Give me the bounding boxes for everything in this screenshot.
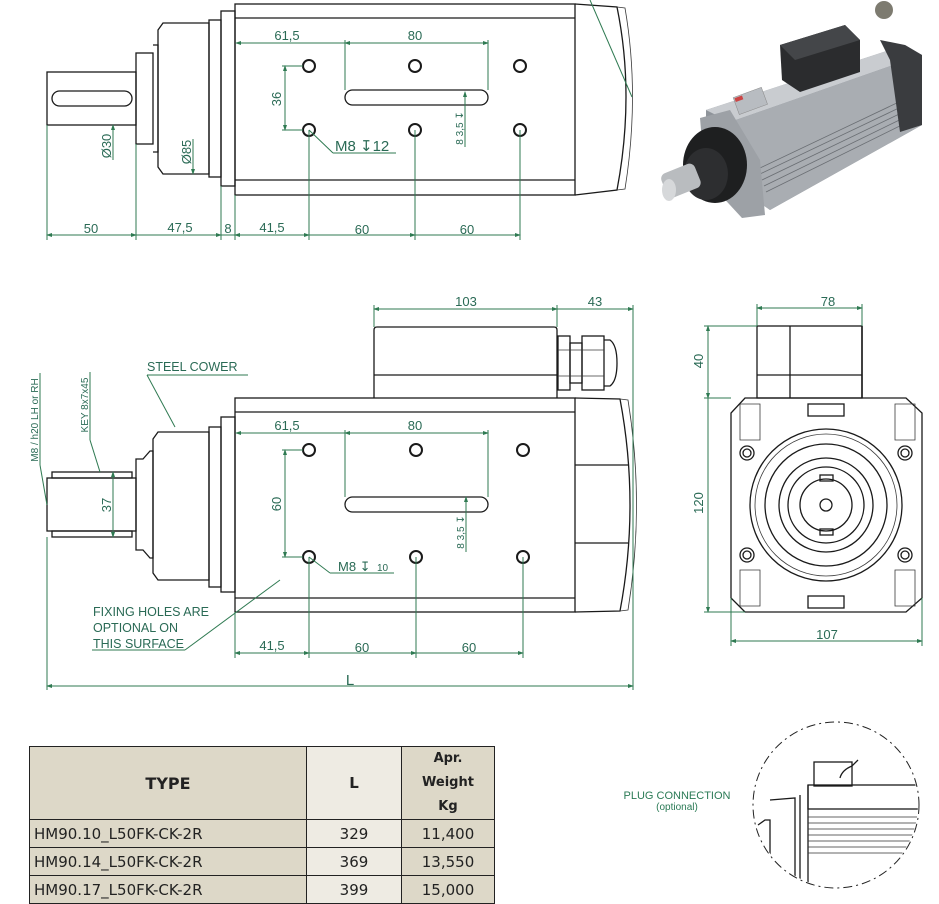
dim-pitch-2: 60 — [460, 222, 474, 237]
front-dimension-lines — [704, 304, 923, 646]
dim-flange-diameter: Ø85 — [179, 140, 194, 165]
fixing-note-line-2: OPTIONAL ON — [93, 621, 178, 635]
dim-terminal-box-length: 103 — [455, 294, 477, 309]
front-view: 78 40 120 107 — [691, 294, 923, 646]
side-dimension-lines — [39, 305, 634, 690]
dim-body-width: 107 — [816, 627, 838, 642]
dimension-lines — [46, 0, 633, 240]
thread-note: M8 ↧12 — [335, 138, 389, 155]
slot-side — [344, 496, 489, 513]
dim-slot-length-side: 80 — [408, 418, 422, 433]
thread-depth-side: 10 — [377, 563, 389, 574]
label-steel-cover: STEEL COWER — [147, 360, 238, 374]
table-row: HM90.17_L50FK-CK-2R 399 15,000 — [29, 875, 495, 904]
header-length: L — [306, 746, 402, 820]
cell-type: HM90.14_L50FK-CK-2R — [29, 847, 307, 876]
cell-length: 369 — [306, 847, 402, 876]
flange-side — [135, 416, 236, 593]
dim-hole-spacing: 36 — [269, 92, 284, 106]
dim-total-length: L — [346, 672, 354, 689]
dim-pitch-2-side: 60 — [462, 640, 476, 655]
fixing-note-line-1: FIXING HOLES ARE — [93, 605, 209, 619]
table-header-row: TYPE L Apr. Weight Kg — [29, 746, 495, 820]
plug-connection-label: PLUG CONNECTION (optional) — [614, 790, 740, 814]
dim-slot-start: 61,5 — [274, 28, 299, 43]
mount-holes-side — [302, 443, 530, 564]
shaft — [46, 71, 137, 126]
fixing-note-line-3: THIS SURFACE — [93, 637, 184, 651]
dim-box-width: 78 — [821, 294, 835, 309]
dim-first-hole-side: 41,5 — [259, 638, 284, 653]
dim-hole-spacing-side: 60 — [269, 497, 284, 511]
header-type: TYPE — [29, 746, 307, 820]
cell-weight: 11,400 — [401, 819, 495, 848]
table-row: HM90.10_L50FK-CK-2R 329 11,400 — [29, 819, 495, 848]
dim-gland-length: 43 — [588, 294, 602, 309]
motor-body-side — [234, 397, 637, 613]
cell-length: 329 — [306, 819, 402, 848]
cell-weight: 13,550 — [401, 847, 495, 876]
table-row: HM90.14_L50FK-CK-2R 369 13,550 — [29, 847, 495, 876]
top-view: 61,5 80 36 Ø30 Ø85 8 3,5 ↧ M8 ↧12 50 47,… — [46, 0, 633, 240]
dim-flange-length: 47,5 — [167, 220, 192, 235]
dim-ring: 8 — [224, 221, 231, 236]
slot — [344, 89, 489, 106]
cell-weight: 15,000 — [401, 875, 495, 904]
header-weight-line-2: Kg — [438, 799, 458, 814]
motor-body — [234, 3, 633, 196]
header-weight: Apr. Weight Kg — [401, 746, 495, 820]
mount-holes — [302, 59, 527, 137]
dim-shaft-diameter: Ø30 — [99, 134, 114, 159]
cell-length: 399 — [306, 875, 402, 904]
front-terminal-box — [756, 325, 863, 399]
dim-shaft-key-length: 37 — [99, 498, 114, 512]
dim-shaft-length: 50 — [84, 221, 98, 236]
dim-pitch-1: 60 — [355, 222, 369, 237]
front-body — [730, 397, 923, 613]
product-3d-render — [661, 1, 922, 218]
terminal-box — [373, 326, 558, 398]
plug-connection-title: PLUG CONNECTION — [623, 790, 731, 802]
cable-gland — [557, 335, 618, 391]
cell-type: HM90.10_L50FK-CK-2R — [29, 819, 307, 848]
dim-slot-start-side: 61,5 — [274, 418, 299, 433]
dim-slot-depth-side: 8 3,5 ↧ — [456, 515, 467, 548]
plug-connection-optional: (optional) — [656, 802, 698, 813]
dim-body-height: 120 — [691, 492, 706, 514]
dim-pitch-1-side: 60 — [355, 640, 369, 655]
thread-note-side: M8 ↧ — [338, 559, 371, 574]
cell-type: HM90.17_L50FK-CK-2R — [29, 875, 307, 904]
shaft-side — [46, 471, 137, 538]
plug-detail — [752, 721, 920, 889]
dim-box-height: 40 — [691, 354, 706, 368]
label-key: KEY 8x7x45 — [80, 377, 91, 432]
header-weight-line-1: Apr. Weight — [422, 751, 474, 790]
spec-table: TYPE L Apr. Weight Kg HM90.10_L50FK-CK-2… — [29, 746, 495, 904]
dim-slot-depth: 8 3,5 ↧ — [455, 111, 466, 144]
side-view: 103 43 STEEL COWER KEY 8x7x45 M8 / h20 L… — [30, 294, 637, 690]
dim-slot-length: 80 — [408, 28, 422, 43]
dim-first-hole: 41,5 — [259, 220, 284, 235]
label-thread-spec: M8 / h20 LH or RH — [30, 378, 41, 461]
flange — [135, 10, 236, 187]
